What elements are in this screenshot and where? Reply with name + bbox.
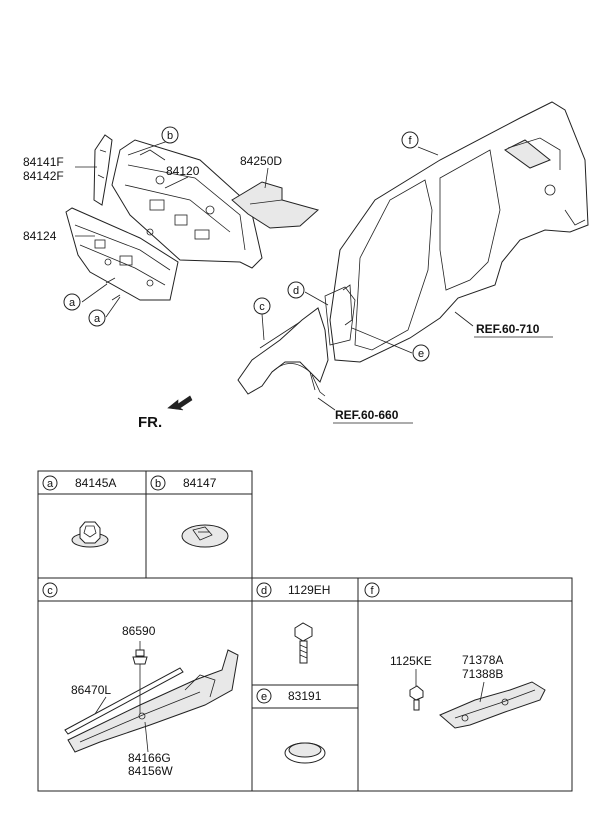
svg-text:84145A: 84145A	[75, 476, 116, 490]
svg-text:1125KE: 1125KE	[390, 654, 432, 668]
svg-text:f: f	[370, 585, 374, 597]
svg-text:71378A: 71378A	[462, 653, 503, 667]
callout-a-2: a	[88, 309, 106, 327]
callout-f-top: f	[401, 131, 419, 149]
svg-text:a: a	[47, 478, 54, 490]
front-direction-indicator: FR.	[138, 395, 193, 431]
legend-row-1	[37, 470, 253, 579]
callout-d-top: d	[287, 281, 305, 299]
svg-text:83191: 83191	[288, 689, 322, 703]
svg-text:d: d	[293, 285, 299, 297]
svg-text:86590: 86590	[122, 624, 156, 638]
svg-text:FR.: FR.	[138, 414, 162, 431]
callout-b-top: b	[161, 126, 179, 144]
bracket-71378a-icon	[439, 681, 546, 729]
svg-text:a: a	[94, 313, 101, 325]
body-side-f	[324, 101, 589, 363]
svg-text:71388B: 71388B	[462, 667, 503, 681]
svg-text:REF.60-660: REF.60-660	[335, 408, 399, 422]
label-84141f: 84141F	[23, 155, 64, 169]
legend-cell-a: a 84145A	[42, 475, 116, 548]
leader-86470l	[94, 696, 107, 715]
front-fender	[237, 307, 329, 397]
label-84142f: 84142F	[23, 169, 64, 183]
ref-60-710: REF.60-710	[474, 322, 553, 338]
leader-71378a	[479, 681, 485, 703]
label-84120: 84120	[166, 164, 200, 178]
bracket-84141f	[93, 134, 113, 206]
svg-text:84147: 84147	[183, 476, 217, 490]
svg-text:f: f	[408, 135, 412, 147]
fender-insulator-icon	[64, 649, 239, 753]
leader-lines	[75, 140, 474, 411]
clip-nut-a	[105, 277, 121, 301]
svg-text:e: e	[418, 348, 424, 360]
label-84124: 84124	[23, 229, 57, 243]
svg-text:86470L: 86470L	[71, 683, 111, 697]
callout-a-1: a	[63, 293, 81, 311]
legend-cell-d: d 1129EH	[256, 582, 330, 664]
svg-text:84156W: 84156W	[128, 764, 173, 778]
leader-84166g	[144, 721, 149, 753]
callout-e-top: e	[412, 344, 430, 362]
plug-83191-icon	[284, 742, 326, 764]
svg-text:a: a	[69, 297, 76, 309]
pad-84250d	[231, 181, 320, 229]
callout-c-top: c	[253, 297, 271, 315]
clip-86590-icon	[132, 641, 148, 714]
flange-nut-icon	[71, 521, 109, 548]
svg-text:b: b	[167, 130, 173, 142]
svg-text:REF.60-710: REF.60-710	[476, 322, 540, 336]
svg-text:84166G: 84166G	[128, 751, 171, 765]
front-arrow-icon	[167, 395, 193, 411]
dash-panel-84120	[111, 139, 263, 269]
bolt-icon	[294, 622, 313, 664]
legend-cell-c: c 86590 86470L 84166G 84156W	[42, 582, 239, 778]
insulator-84124	[65, 207, 179, 301]
plug-grommet-icon	[181, 524, 229, 548]
svg-text:1129EH: 1129EH	[288, 583, 330, 597]
svg-text:e: e	[261, 691, 267, 703]
legend-cell-f: f 1125KE 71378A 71388B	[364, 582, 546, 729]
legend-cell-b: b 84147	[150, 475, 229, 548]
legend-row-2	[37, 577, 573, 792]
label-84250d: 84250D	[240, 154, 282, 168]
svg-text:d: d	[261, 585, 267, 597]
svg-text:c: c	[47, 585, 53, 597]
svg-text:b: b	[155, 478, 161, 490]
screw-1125ke-icon	[409, 685, 424, 711]
ref-60-660: REF.60-660	[333, 408, 413, 424]
legend-cell-e: e 83191	[256, 688, 326, 764]
svg-text:c: c	[259, 301, 265, 313]
